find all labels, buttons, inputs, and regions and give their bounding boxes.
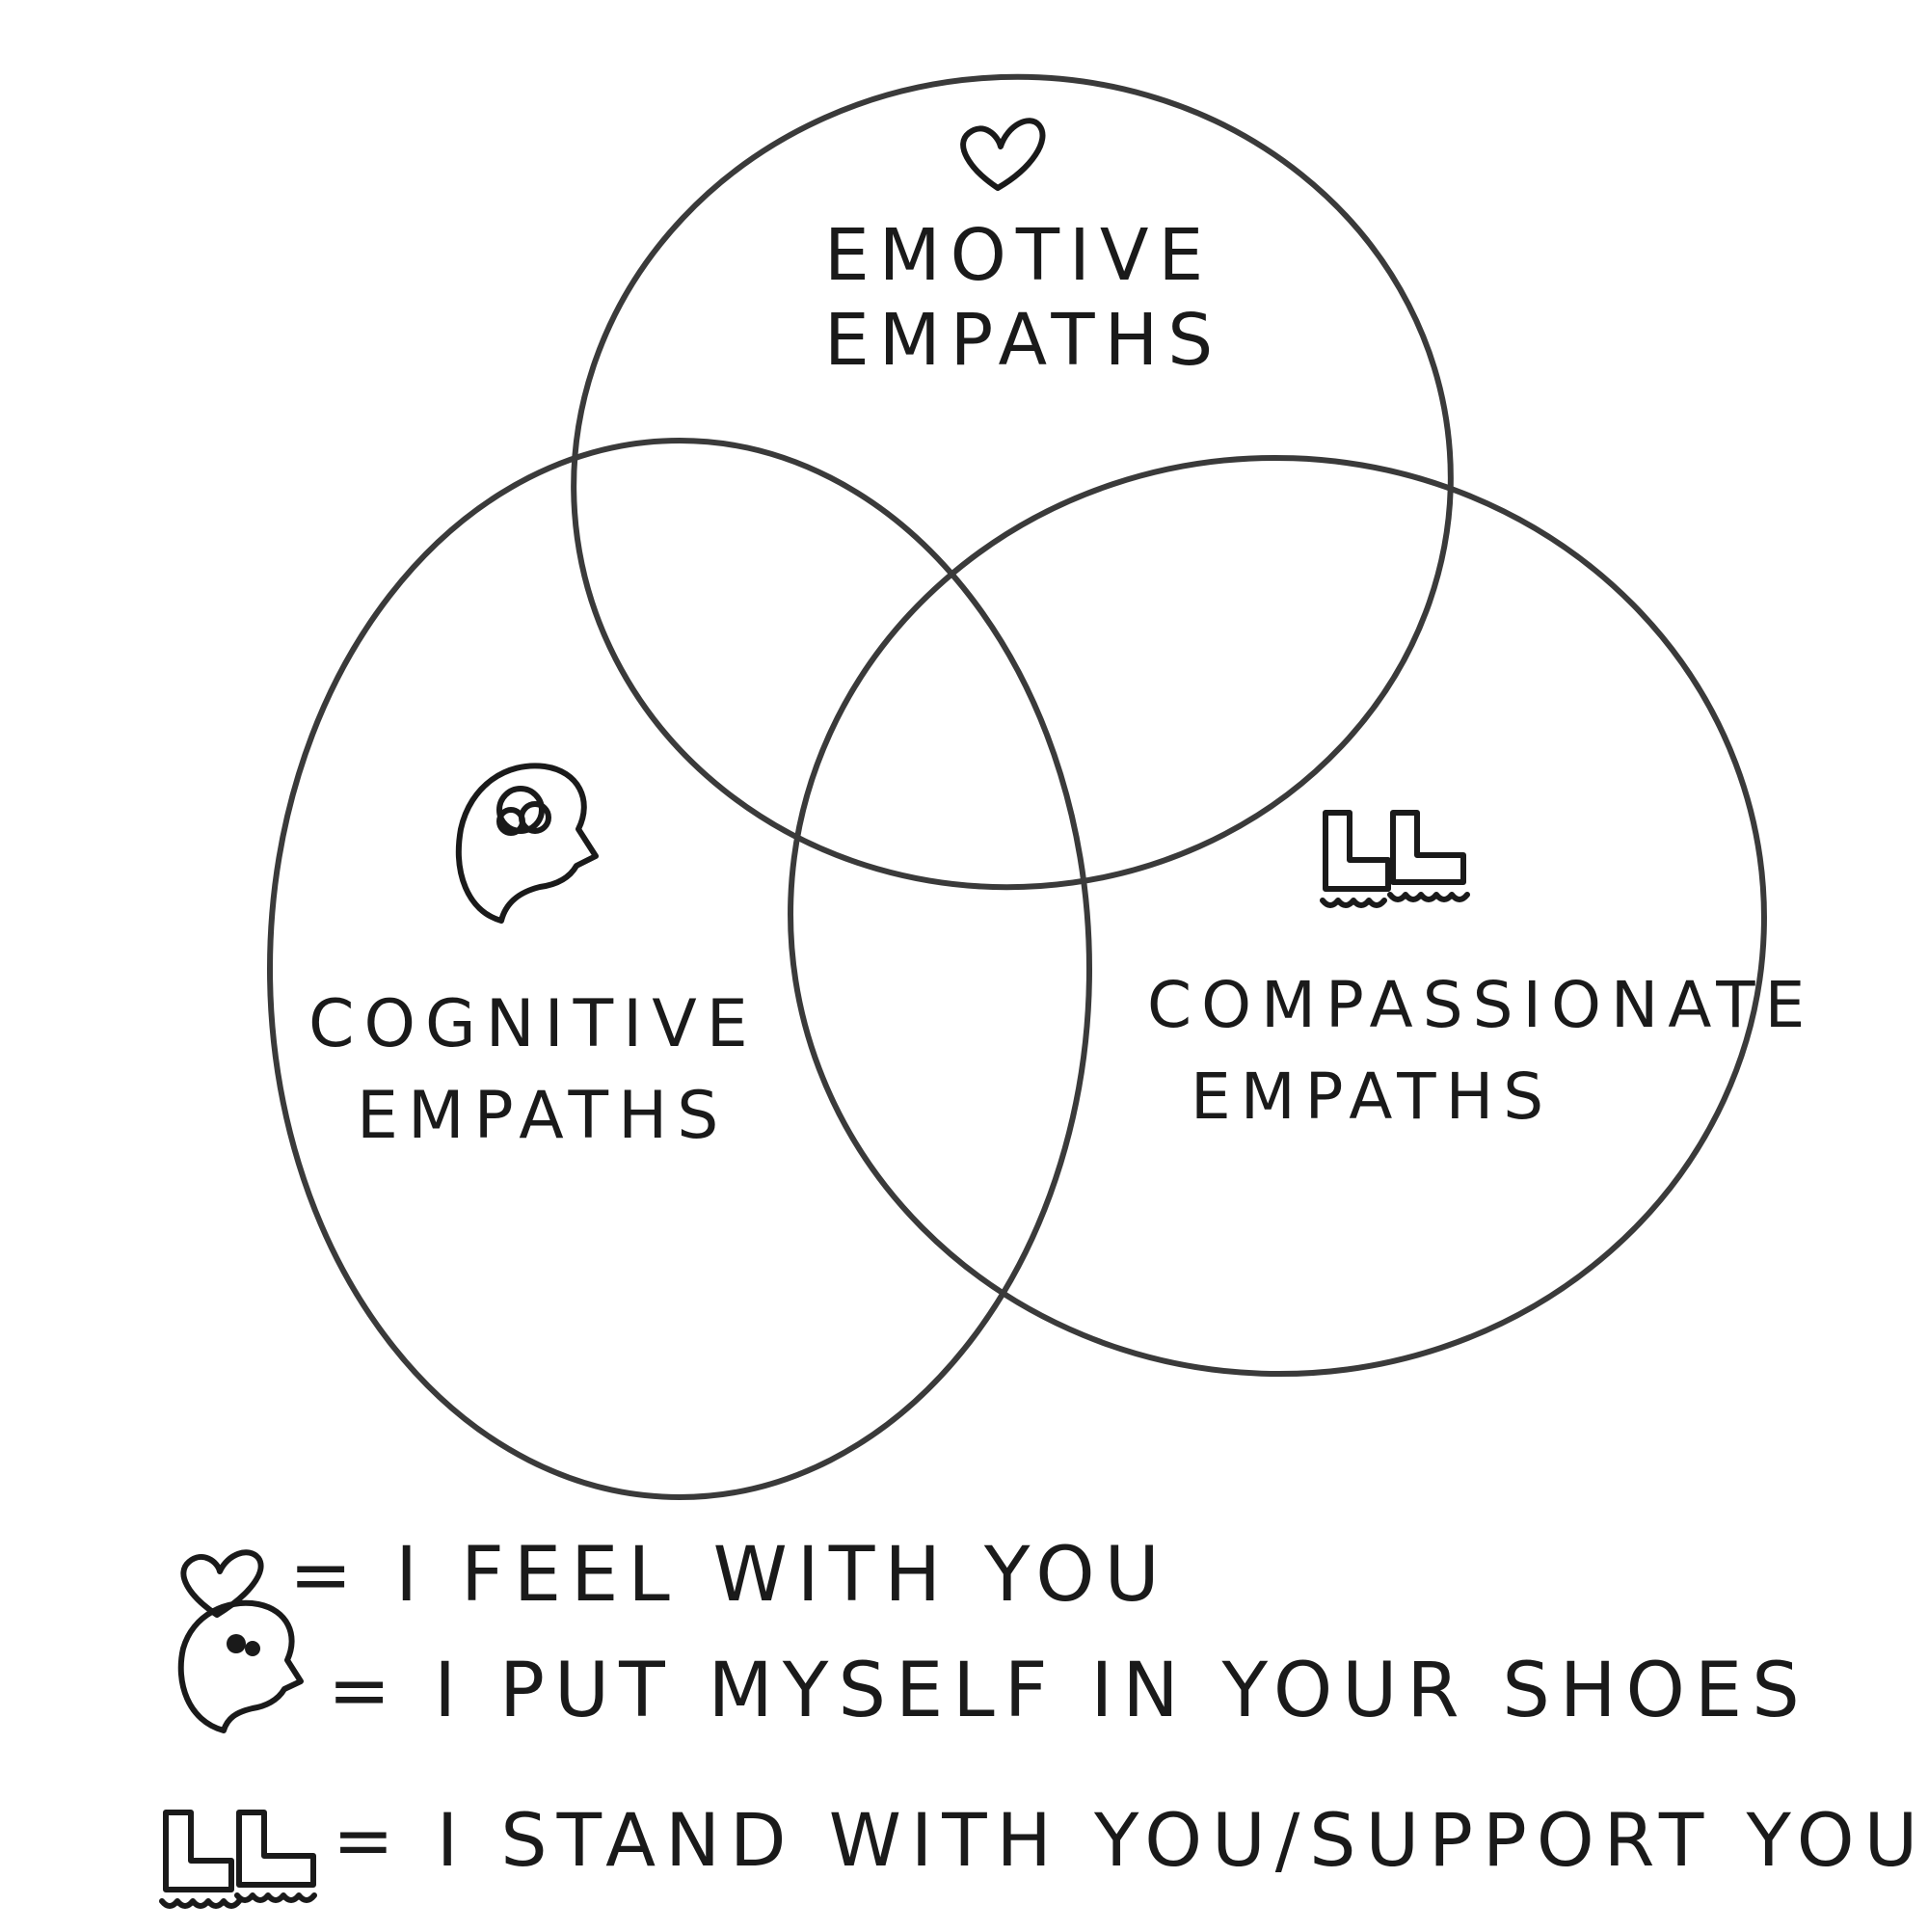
heart-icon xyxy=(180,1549,264,1618)
legend-row-stand: = I STAND WITH YOU/SUPPORT YOU xyxy=(159,1797,1927,1909)
head-brain-icon xyxy=(455,763,599,924)
compassionate-label-line2: EMPATHS xyxy=(1191,1060,1553,1134)
legend-text-stand: = I STAND WITH YOU/SUPPORT YOU xyxy=(333,1797,1927,1883)
cognitive-circle xyxy=(267,438,1092,1500)
legend-text-feel: = I FEEL WITH YOU xyxy=(289,1532,1169,1619)
legend: = I FEEL WITH YOU = I PUT MYSELF IN YOUR… xyxy=(159,1532,1927,1909)
cognitive-label-line1: COGNITIVE xyxy=(308,986,758,1062)
emotive-label-line2: EMPATHS xyxy=(824,299,1222,382)
head-brain-icon xyxy=(177,1599,304,1733)
legend-text-shoes: = I PUT MYSELF IN YOUR SHOES xyxy=(328,1648,1809,1734)
cognitive-label-line2: EMPATHS xyxy=(357,1078,728,1154)
boots-icon xyxy=(159,1810,317,1909)
heart-icon xyxy=(960,118,1046,191)
boots-icon xyxy=(1320,810,1470,908)
emotive-label-line1: EMOTIVE xyxy=(824,214,1213,297)
legend-row-shoes: = I PUT MYSELF IN YOUR SHOES xyxy=(177,1599,1809,1734)
legend-row-feel: = I FEEL WITH YOU xyxy=(180,1532,1169,1619)
compassionate-circle xyxy=(788,454,1767,1378)
emotive-circle xyxy=(571,73,1454,891)
compassionate-label-line1: COMPASSIONATE xyxy=(1147,968,1814,1042)
